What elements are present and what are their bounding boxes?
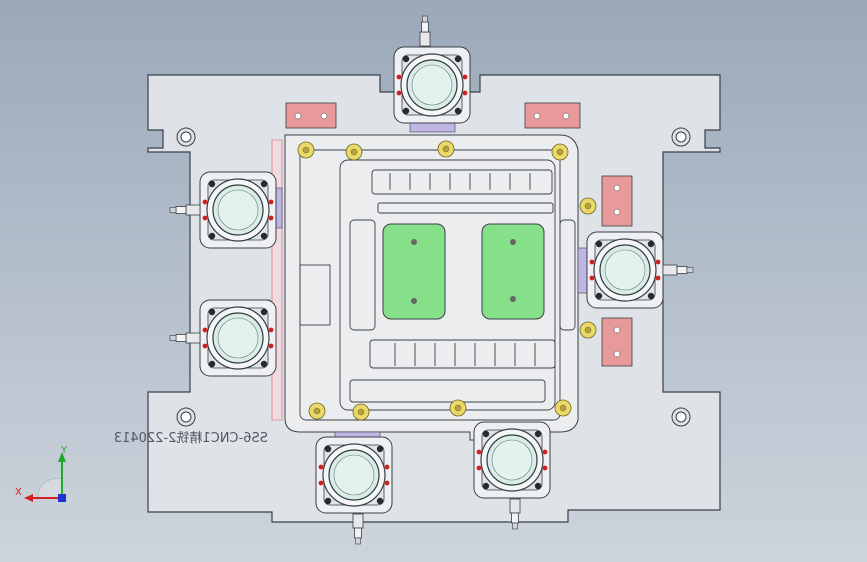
clamp-cylinder-right[interactable] bbox=[586, 231, 694, 309]
axis-triad-icon: Y X bbox=[15, 445, 68, 502]
locator-pin-icon[interactable] bbox=[579, 321, 597, 339]
mounting-hole-icon bbox=[671, 127, 691, 147]
clamp-bracket[interactable] bbox=[601, 317, 633, 367]
pocket-ribs bbox=[299, 149, 576, 421]
locator-pin-icon[interactable] bbox=[579, 197, 597, 215]
locator-pin-icon[interactable] bbox=[352, 403, 370, 421]
clamp-cylinder-bottom-left[interactable] bbox=[315, 436, 393, 545]
clamp-cylinder-left-upper[interactable] bbox=[169, 171, 277, 249]
x-axis-label: X bbox=[15, 487, 22, 498]
clamp-bracket[interactable] bbox=[524, 102, 581, 129]
mounting-hole-icon bbox=[176, 407, 196, 427]
locator-pin-icon[interactable] bbox=[551, 143, 569, 161]
locator-pin-icon[interactable] bbox=[308, 402, 326, 420]
locator-pin-icon[interactable] bbox=[345, 143, 363, 161]
clamp-bracket[interactable] bbox=[601, 175, 633, 227]
support-pad[interactable] bbox=[382, 223, 446, 320]
y-axis-label: Y bbox=[60, 445, 68, 456]
locator-pin-icon[interactable] bbox=[554, 399, 572, 417]
clamp-cylinder-left-lower[interactable] bbox=[169, 299, 277, 377]
mounting-hole-icon bbox=[671, 407, 691, 427]
locator-pin-icon[interactable] bbox=[437, 140, 455, 158]
clamp-bracket[interactable] bbox=[285, 102, 337, 129]
locator-pin-icon[interactable] bbox=[297, 141, 315, 159]
clamp-cylinder-top[interactable] bbox=[393, 15, 471, 124]
engraving-text: SS6-CNC1精铣2-220413 bbox=[114, 431, 268, 446]
support-pad[interactable] bbox=[481, 223, 545, 320]
locator-pin-icon[interactable] bbox=[449, 399, 467, 417]
mounting-hole-icon bbox=[176, 127, 196, 147]
